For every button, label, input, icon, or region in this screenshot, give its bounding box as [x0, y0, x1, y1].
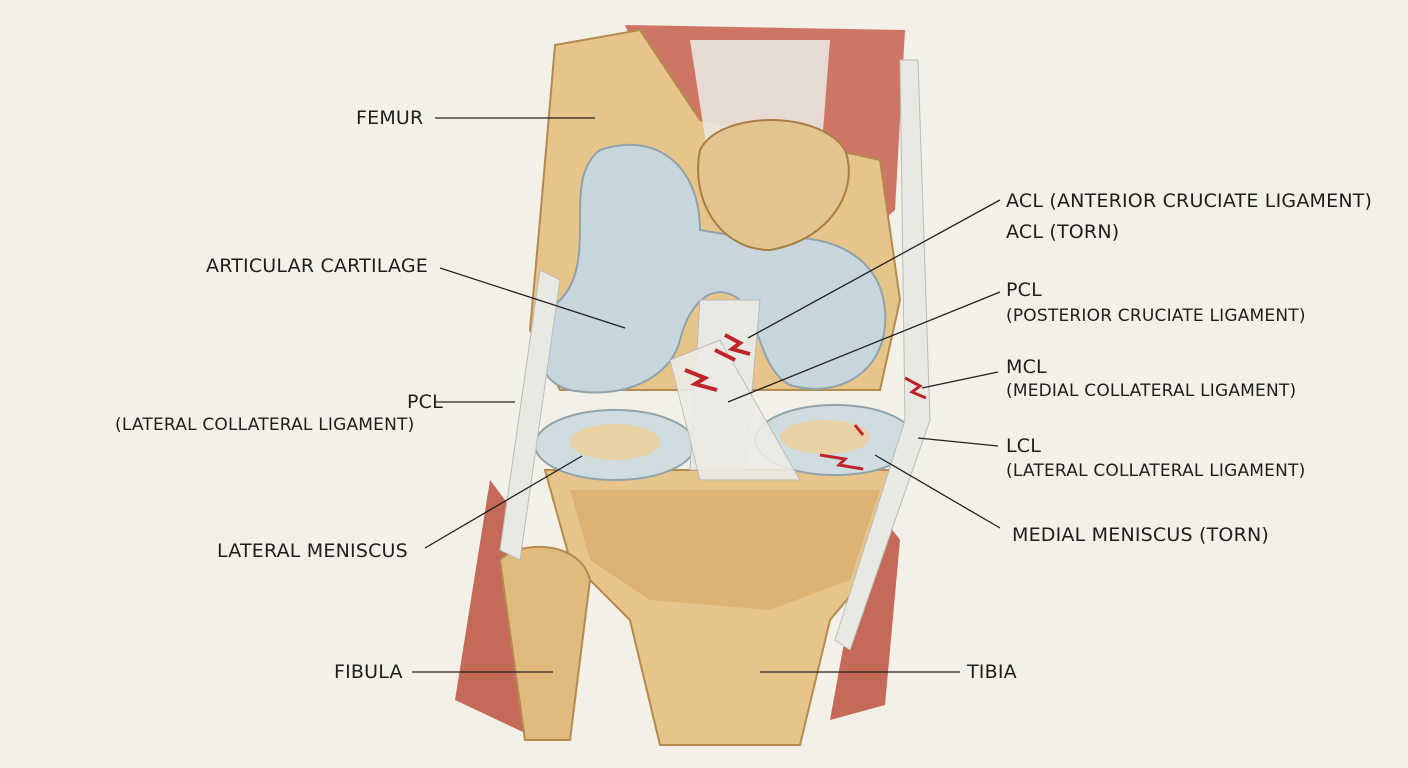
label-mcl-sub: (MEDIAL COLLATERAL LIGAMENT): [1006, 381, 1297, 401]
label-articular-cartilage: ARTICULAR CARTILAGE: [206, 255, 428, 277]
lateral-meniscus-center: [570, 424, 660, 460]
medial-collateral-ligament: [834, 59, 931, 651]
label-pcl-sub: (POSTERIOR CRUCIATE LIGAMENT): [1006, 306, 1306, 326]
label-femur: FEMUR: [356, 107, 424, 129]
label-left-pcl-sub: (LATERAL COLLATERAL LIGAMENT): [115, 415, 415, 435]
label-tibia: TIBIA: [967, 661, 1017, 683]
label-mcl: MCL: [1006, 356, 1047, 378]
pcl-tear-mark: [684, 368, 718, 392]
label-lcl-sub: (LATERAL COLLATERAL LIGAMENT): [1006, 461, 1306, 481]
label-medial-meniscus: MEDIAL MENISCUS (TORN): [1012, 524, 1270, 546]
label-acl: ACL (ANTERIOR CRUCIATE LIGAMENT): [1006, 190, 1373, 212]
tibia-cancellous: [570, 490, 880, 610]
label-acl-torn: ACL (TORN): [1006, 221, 1120, 243]
medial-meniscus-center: [780, 420, 870, 454]
meniscus-tear-mark: [819, 424, 865, 471]
label-fibula: FIBULA: [334, 661, 403, 683]
acl-tear-mark: [714, 333, 751, 362]
lateral-collateral-ligament: [499, 269, 561, 561]
label-lcl: LCL: [1006, 435, 1042, 457]
mcl-tear-mark: [904, 376, 927, 400]
leader-lines: [412, 117, 1001, 673]
label-lateral-meniscus: LATERAL MENISCUS: [217, 540, 408, 562]
patella: [697, 119, 850, 252]
label-left-pcl: PCL: [407, 391, 443, 413]
label-pcl: PCL: [1006, 279, 1042, 301]
